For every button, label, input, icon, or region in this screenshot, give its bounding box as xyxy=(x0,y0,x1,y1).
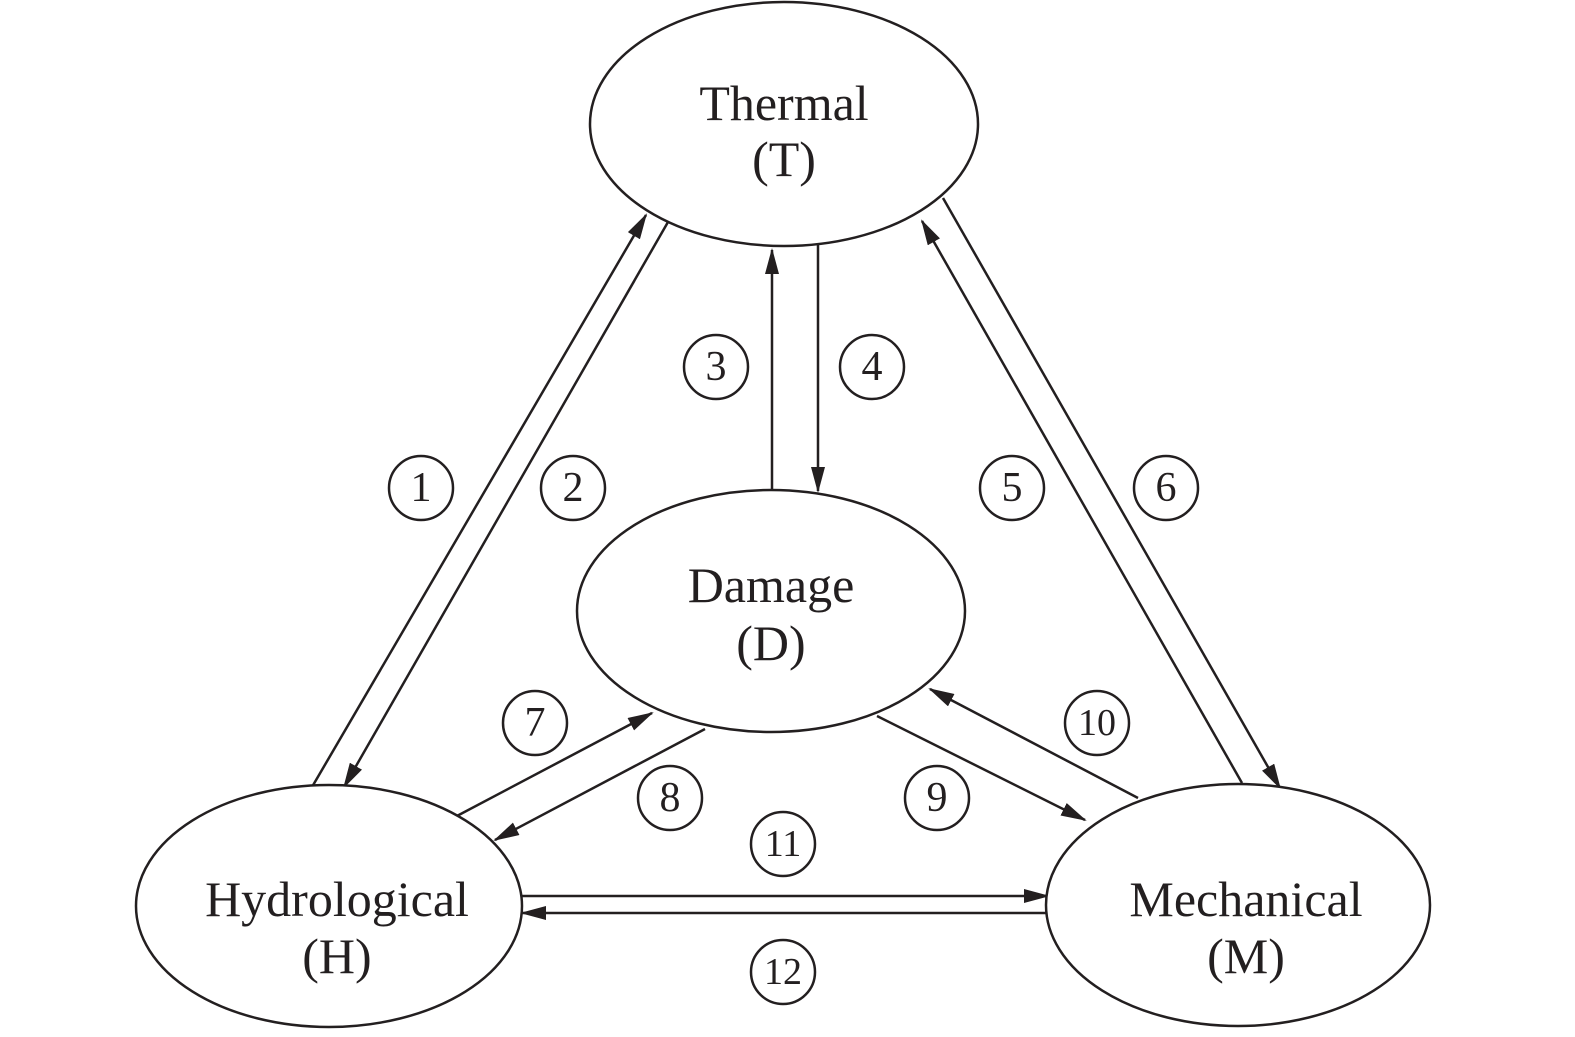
edge-label-6-text: 6 xyxy=(1156,465,1177,511)
edge-label-3-text: 3 xyxy=(706,344,727,390)
edge-label-11-circle xyxy=(749,810,817,878)
edge-label-6-circle xyxy=(1132,454,1200,522)
edge-label-9-text: 9 xyxy=(927,775,948,821)
thermal-name: Thermal xyxy=(699,75,868,131)
edge-label-3: 3 xyxy=(682,333,750,401)
edge-label-1: 1 xyxy=(387,454,455,522)
edge-label-11-text: 11 xyxy=(765,823,802,865)
edge-label-1-circle xyxy=(387,454,455,522)
edge-6-arrow xyxy=(941,197,1282,790)
hydrological-symbol: (H) xyxy=(302,928,371,984)
damage-symbol: (D) xyxy=(736,615,805,671)
edge-group xyxy=(310,197,1282,920)
hydrological-name: Hydrological xyxy=(205,871,469,927)
thermal-symbol: (T) xyxy=(752,131,816,187)
edge-2-arrow xyxy=(342,221,670,789)
edge-5-arrow xyxy=(920,219,1244,784)
node-thermal: Thermal (T) xyxy=(588,0,980,248)
node-hydrological: Hydrological (H) xyxy=(134,783,524,1029)
edge-8-arrow xyxy=(493,727,706,842)
edge-label-10-circle xyxy=(1063,689,1131,757)
edge-label-10: 10 xyxy=(1063,689,1131,757)
edge-label-5: 5 xyxy=(978,454,1046,522)
hydrological-ellipse xyxy=(134,783,524,1029)
edge-label-2: 2 xyxy=(539,454,607,522)
edge-label-5-circle xyxy=(978,454,1046,522)
edge-10-arrow xyxy=(928,687,1139,800)
mechanical-name: Mechanical xyxy=(1129,871,1362,927)
edge-label-8: 8 xyxy=(636,764,704,832)
edge-1-arrow xyxy=(310,213,648,788)
edge-label-1-text: 1 xyxy=(411,465,432,511)
edge-label-5-text: 5 xyxy=(1002,465,1023,511)
edge-label-4: 4 xyxy=(838,333,906,401)
edge-label-10-text: 10 xyxy=(1078,702,1116,744)
edge-label-group: 1 2 3 4 5 6 7 8 xyxy=(387,333,1200,1006)
edge-label-2-circle xyxy=(539,454,607,522)
edge-label-11: 11 xyxy=(749,810,817,878)
damage-ellipse xyxy=(575,488,967,734)
edge-label-6: 6 xyxy=(1132,454,1200,522)
edge-label-12: 12 xyxy=(749,938,817,1006)
edge-label-2-text: 2 xyxy=(563,465,584,511)
edge-label-9: 9 xyxy=(903,764,971,832)
mechanical-ellipse xyxy=(1044,782,1432,1028)
edge-label-12-text: 12 xyxy=(764,951,802,993)
node-damage: Damage (D) xyxy=(575,488,967,734)
edge-label-7: 7 xyxy=(501,689,569,757)
edge-label-7-circle xyxy=(501,689,569,757)
edge-7-arrow xyxy=(454,711,654,819)
node-mechanical: Mechanical (M) xyxy=(1044,782,1432,1028)
mechanical-symbol: (M) xyxy=(1207,928,1285,984)
edge-label-4-text: 4 xyxy=(862,344,883,390)
edge-label-4-circle xyxy=(838,333,906,401)
edge-label-7-text: 7 xyxy=(525,700,546,746)
edge-label-12-circle xyxy=(749,938,817,1006)
edge-label-9-circle xyxy=(903,764,971,832)
edge-label-8-circle xyxy=(636,764,704,832)
damage-name: Damage xyxy=(688,557,855,613)
edge-label-3-circle xyxy=(682,333,750,401)
edge-9-arrow xyxy=(876,714,1087,822)
edge-label-8-text: 8 xyxy=(660,775,681,821)
thermal-ellipse xyxy=(588,0,980,248)
